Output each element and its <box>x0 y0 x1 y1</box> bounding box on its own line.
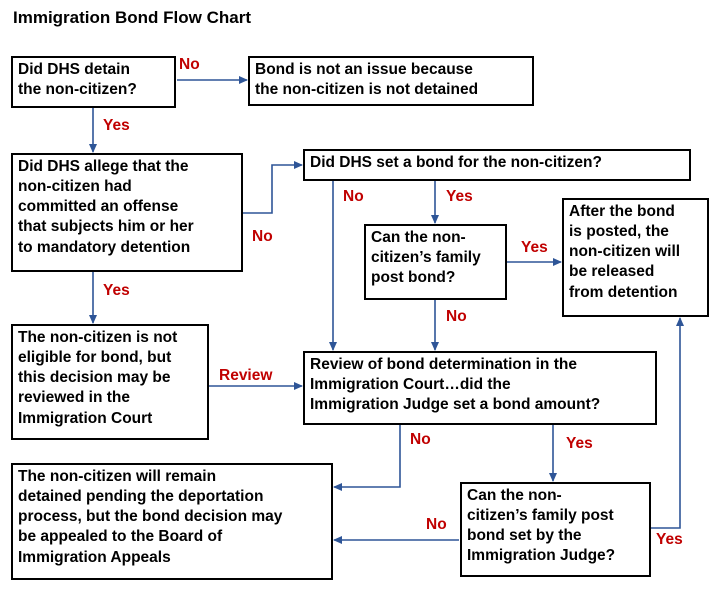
node-dhs-set: Did DHS set a bond for the non-citizen? <box>303 149 691 181</box>
node-family-post-ij: Can the non- citizen’s family post bond … <box>460 482 651 577</box>
label-review: Review <box>219 367 273 384</box>
label-allege-no: No <box>252 228 273 245</box>
chart-title: Immigration Bond Flow Chart <box>13 8 251 27</box>
label-detain-yes: Yes <box>103 117 130 134</box>
node-family-post: Can the non- citizen’s family post bond? <box>364 224 507 300</box>
node-allege: Did DHS allege that the non-citizen had … <box>11 153 243 272</box>
label-dhs-set-no: No <box>343 188 364 205</box>
node-released: After the bond is posted, the non-citize… <box>562 198 709 317</box>
node-detain: Did DHS detain the non-citizen? <box>11 56 176 108</box>
label-dhs-set-yes: Yes <box>446 188 473 205</box>
arrow-allege-no <box>243 161 303 214</box>
node-not-issue: Bond is not an issue because the non-cit… <box>248 56 534 106</box>
label-allege-yes: Yes <box>103 282 130 299</box>
arrow-review-no <box>333 425 401 491</box>
label-review-no: No <box>410 431 431 448</box>
label-family-ij-yes: Yes <box>656 531 683 548</box>
label-family-yes: Yes <box>521 239 548 256</box>
node-review: Review of bond determination in the Immi… <box>303 351 657 425</box>
node-not-eligible: The non-citizen is not eligible for bond… <box>11 324 209 440</box>
label-family-ij-no: No <box>426 516 447 533</box>
node-remain: The non-citizen will remain detained pen… <box>11 463 333 580</box>
label-family-no: No <box>446 308 467 325</box>
label-review-yes: Yes <box>566 435 593 452</box>
label-detain-no: No <box>179 56 200 73</box>
arrow-family-ij-yes <box>651 317 684 529</box>
